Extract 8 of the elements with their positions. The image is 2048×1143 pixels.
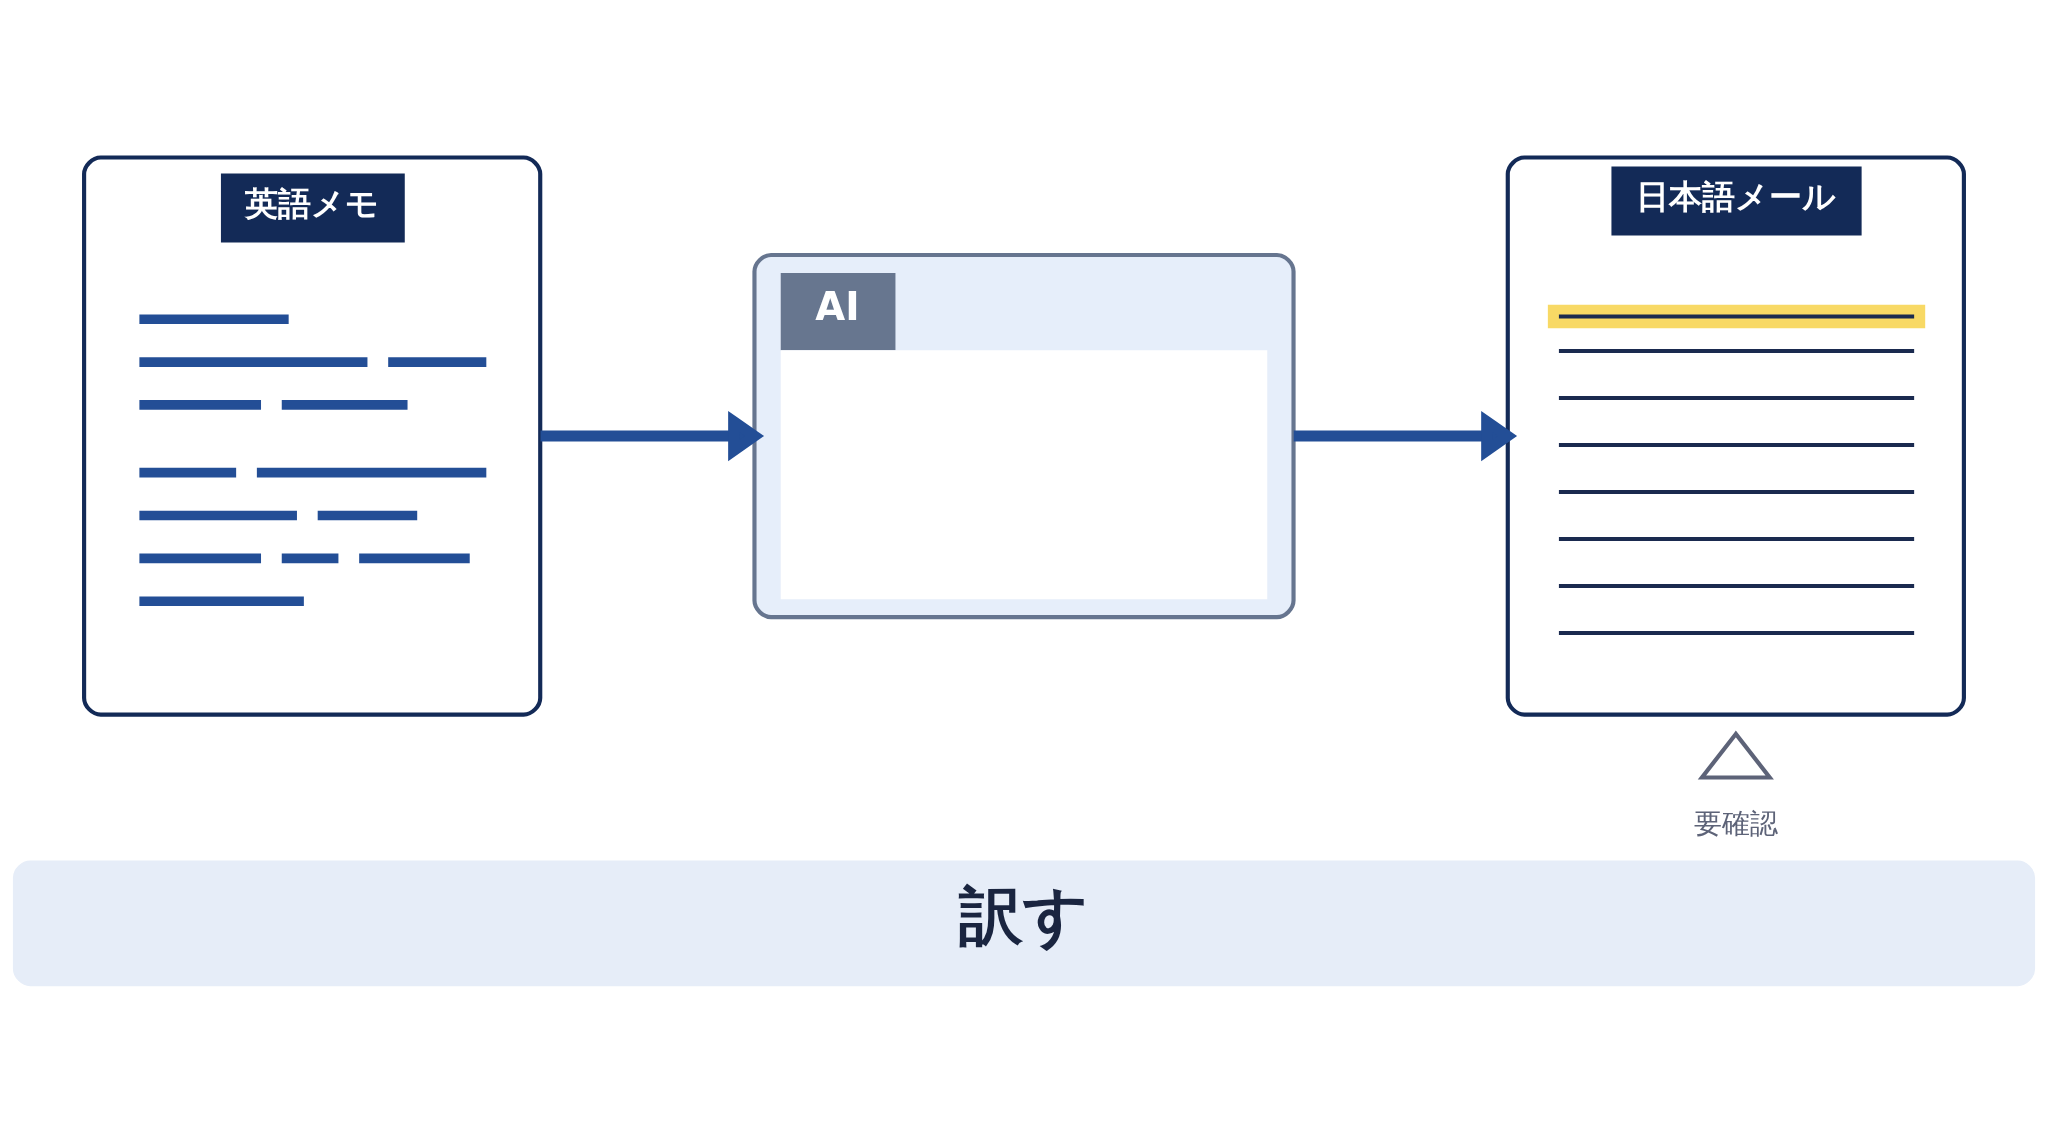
node-triangle [1697, 730, 1774, 780]
arrow [540, 410, 765, 462]
node-box: 訳す [12, 860, 2036, 987]
node-box: 日本語メール [1505, 155, 1966, 717]
node-box: 英語メモ [82, 155, 543, 717]
node-label: 要確認 [1693, 807, 1778, 841]
node-box: AI [752, 252, 1296, 620]
arrow [1293, 410, 1518, 462]
